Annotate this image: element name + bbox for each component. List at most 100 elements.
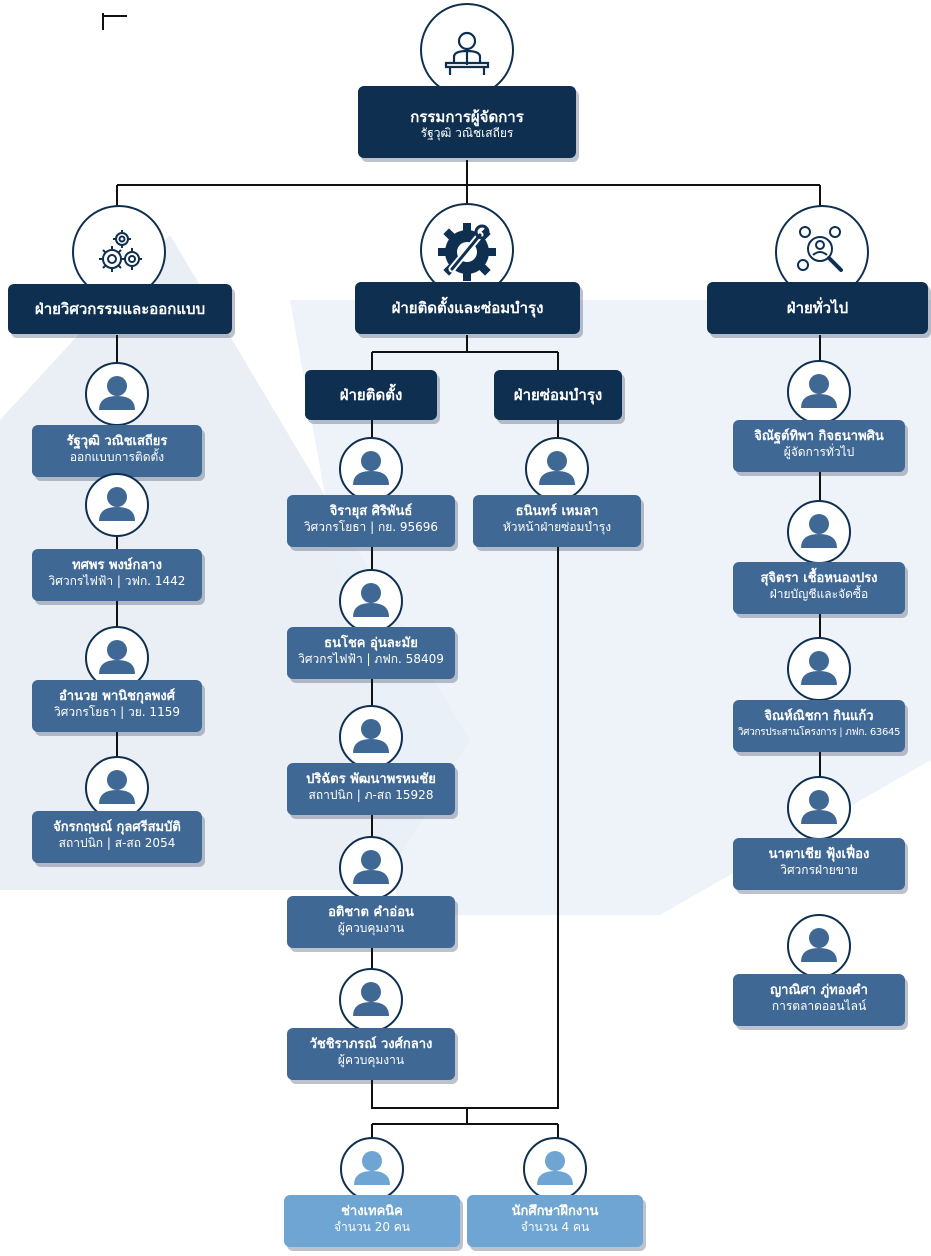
dept-maintenance-label: ฝ่ายซ่อมบำรุง <box>513 386 603 404</box>
staff-name: จิณัฐต์ทิพา กิจธนาพศิน <box>754 429 884 444</box>
staff-role: วิศวกรฝ่ายขาย <box>780 863 858 877</box>
staff-role: วิศวกรไฟฟ้า | ภฟก. 58409 <box>298 652 444 666</box>
dept-installation: ฝ่ายติดตั้ง <box>305 370 437 420</box>
dept-general: ฝ่ายทั่วไป <box>707 282 928 334</box>
team-card: นักศึกษาฝึกงานจำนวน 4 คน <box>467 1195 643 1247</box>
person-icon-circle <box>85 473 149 537</box>
staff-name: รัฐวุฒิ วณิชเสถียร <box>66 434 168 449</box>
dept-installation-maintenance: ฝ่ายติดตั้งและซ่อมบำรุง <box>355 282 580 334</box>
dept-installation-label: ฝ่ายติดตั้ง <box>339 386 403 404</box>
staff-name: ญาณิศา ภู่ทองคำ <box>770 983 868 998</box>
wrench-gear-icon <box>438 223 496 281</box>
staff-name: ธนินทร์ เหมลา <box>515 504 599 519</box>
person-icon <box>99 376 135 410</box>
person-icon-circle <box>523 1137 587 1201</box>
dept-engineering-label: ฝ่ายวิศวกรรมและออกแบบ <box>34 300 206 318</box>
staff-name: จักรกฤษณ์ กุลศรีสมบัติ <box>53 820 181 835</box>
person-icon-circle <box>787 914 851 978</box>
staff-card: รัฐวุฒิ วณิชเสถียรออกแบบการติดตั้ง <box>32 425 202 477</box>
staff-card: วัชชิราภรณ์ วงศ์กลางผู้ควบคุมงาน <box>287 1028 455 1080</box>
staff-name: ปริฉัตร พัฒนาพรหมชัย <box>306 772 436 787</box>
staff-card: ปริฉัตร พัฒนาพรหมชัยสถาปนิก | ภ-สถ 15928 <box>287 763 455 815</box>
md-name: รัฐวุฒิ วณิชเสถียร <box>420 126 514 140</box>
person-icon <box>801 928 837 962</box>
person-icon-circle <box>339 705 403 769</box>
dept-engineering: ฝ่ายวิศวกรรมและออกแบบ <box>8 284 232 334</box>
person-icon <box>801 651 837 685</box>
team-count: จำนวน 20 คน <box>333 1220 411 1234</box>
person-icon <box>354 1151 390 1185</box>
staff-name: อำนวย พานิชกุลพงศ์ <box>58 689 176 704</box>
staff-card: จิณัฐต์ทิพา กิจธนาพศินผู้จัดการทั่วไป <box>733 420 905 472</box>
staff-role: ฝ่ายบัญชีและจัดซื้อ <box>769 587 869 601</box>
staff-role: สถาปนิก | ภ-สถ 15928 <box>308 788 434 802</box>
person-icon <box>99 770 135 804</box>
person-icon <box>353 850 389 884</box>
staff-card: อำนวย พานิชกุลพงศ์วิศวกรโยธา | วย. 1159 <box>32 680 202 732</box>
person-icon-circle <box>339 968 403 1032</box>
staff-role: ผู้ควบคุมงาน <box>337 1053 405 1067</box>
person-icon-circle <box>85 362 149 426</box>
team-card: ช่างเทคนิคจำนวน 20 คน <box>284 1195 460 1247</box>
staff-name: จิรายุส ศิริพันธ์ <box>329 504 413 519</box>
staff-card: จิรายุส ศิริพันธ์วิศวกรโยธา | กย. 95696 <box>287 495 455 547</box>
person-icon <box>353 451 389 485</box>
person-icon-circle <box>787 360 851 424</box>
staff-name: นาตาเชีย ฟุ้งเฟื่อง <box>768 847 870 862</box>
md-box: กรรมการผู้จัดการ รัฐวุฒิ วณิชเสถียร <box>358 86 576 158</box>
person-icon-circle <box>339 836 403 900</box>
staff-role: สถาปนิก | ส-สถ 2054 <box>58 836 176 850</box>
staff-name: ธนโชค อุ่นละมัย <box>324 636 418 651</box>
people-search-icon <box>797 226 843 272</box>
person-icon <box>537 1151 573 1185</box>
staff-role: หัวหน้าฝ่ายซ่อมบำรุง <box>502 520 612 534</box>
staff-card: สุจิตรา เชื้อหนองปรงฝ่ายบัญชีและจัดซื้อ <box>733 562 905 614</box>
staff-card: จิณห์ณิชกา กินแก้ววิศวกรประสานโครงการ | … <box>733 700 905 752</box>
person-icon-circle <box>787 500 851 564</box>
md-icon-circle <box>420 3 514 97</box>
person-icon-circle <box>787 776 851 840</box>
staff-role: วิศวกรโยธา | กย. 95696 <box>303 520 439 534</box>
md-title: กรรมการผู้จัดการ <box>410 108 524 126</box>
person-icon <box>539 451 575 485</box>
engineering-icon-circle <box>72 205 166 299</box>
person-icon-circle <box>85 626 149 690</box>
person-icon <box>99 487 135 521</box>
staff-role: วิศวกรไฟฟ้า | วฟก. 1442 <box>48 574 186 588</box>
person-icon-circle <box>339 437 403 501</box>
staff-role: วิศวกรโยธา | วย. 1159 <box>54 705 180 719</box>
person-icon <box>801 374 837 408</box>
staff-card: ธนินทร์ เหมลาหัวหน้าฝ่ายซ่อมบำรุง <box>473 495 641 547</box>
dept-maintenance: ฝ่ายซ่อมบำรุง <box>494 370 622 420</box>
dept-installation-maintenance-label: ฝ่ายติดตั้งและซ่อมบำรุง <box>391 299 544 317</box>
dept-general-label: ฝ่ายทั่วไป <box>786 299 849 317</box>
person-icon <box>801 514 837 548</box>
person-icon <box>353 719 389 753</box>
staff-card: นาตาเชีย ฟุ้งเฟื่องวิศวกรฝ่ายขาย <box>733 838 905 890</box>
staff-role: วิศวกรประสานโครงการ | ภฟก. 63645 <box>737 727 901 738</box>
staff-card: ทศพร พงษ์กลางวิศวกรไฟฟ้า | วฟก. 1442 <box>32 549 202 601</box>
staff-name: ทศพร พงษ์กลาง <box>72 558 162 573</box>
person-icon-circle <box>85 756 149 820</box>
staff-card: จักรกฤษณ์ กุลศรีสมบัติสถาปนิก | ส-สถ 205… <box>32 811 202 863</box>
person-icon-circle <box>787 637 851 701</box>
person-icon <box>353 583 389 617</box>
staff-role: ผู้จัดการทั่วไป <box>783 445 855 459</box>
staff-role: ผู้ควบคุมงาน <box>337 921 405 935</box>
staff-card: ธนโชค อุ่นละมัยวิศวกรไฟฟ้า | ภฟก. 58409 <box>287 627 455 679</box>
staff-role: การตลาดออนไลน์ <box>771 999 867 1013</box>
person-icon <box>801 790 837 824</box>
person-icon-circle <box>340 1137 404 1201</box>
staff-name: จิณห์ณิชกา กินแก้ว <box>764 709 874 724</box>
person-icon-circle <box>339 569 403 633</box>
gears-icon <box>99 230 142 272</box>
staff-name: อติชาต คำอ่อน <box>328 905 414 920</box>
staff-card: อติชาต คำอ่อนผู้ควบคุมงาน <box>287 896 455 948</box>
installation-icon-circle <box>420 203 514 297</box>
person-icon <box>353 982 389 1016</box>
staff-name: วัชชิราภรณ์ วงศ์กลาง <box>309 1037 433 1052</box>
person-icon-circle <box>525 437 589 501</box>
executive-icon <box>444 31 490 75</box>
team-count: จำนวน 4 คน <box>520 1220 590 1234</box>
staff-name: สุจิตรา เชื้อหนองปรง <box>760 571 878 586</box>
